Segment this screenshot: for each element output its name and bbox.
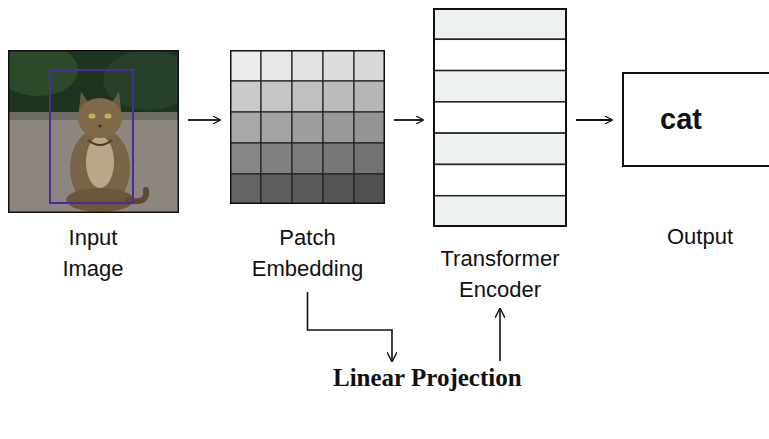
projection-connector: [308, 292, 501, 361]
edge-label: Linear Projection: [329, 364, 526, 392]
node-label: Transformer Encoder: [418, 243, 582, 305]
encoder-stack: [433, 8, 567, 227]
stack-node: Transformer Encoder: [433, 8, 567, 227]
patch-grid: [230, 50, 385, 204]
flow-arrow: [394, 120, 423, 121]
node-label: Input Image: [43, 222, 143, 284]
flow-arrow: [188, 120, 220, 121]
output-box: catOutput: [622, 72, 769, 167]
cat-photo: [8, 50, 179, 213]
node-label: Patch Embedding: [225, 222, 390, 284]
node-label: Output: [650, 221, 750, 252]
image-node: Input Image: [8, 50, 179, 213]
output-value: cat: [622, 72, 740, 167]
grid-node: Patch Embedding: [230, 50, 385, 204]
flow-arrow: [576, 120, 612, 121]
